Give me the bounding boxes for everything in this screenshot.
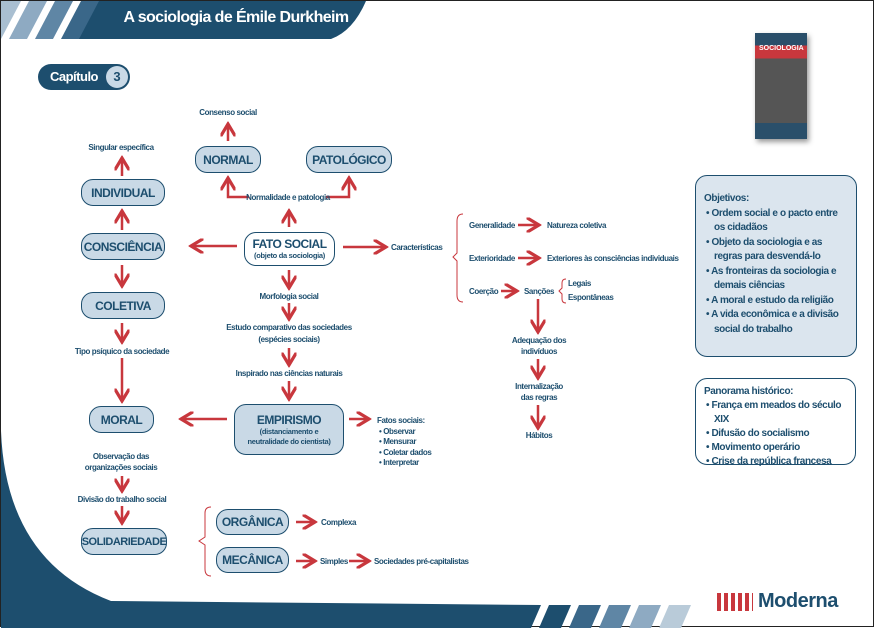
node-consciencia: CONSCIÊNCIA bbox=[81, 233, 165, 260]
node-mecanica: MECÂNICA bbox=[216, 547, 289, 573]
fatos-item: • Interpretar bbox=[379, 458, 419, 467]
internalizacao-label-2: das regras bbox=[520, 393, 558, 402]
exteriores-label: Exteriores às consciências individuais bbox=[547, 254, 679, 263]
empirismo-sub-1: (distanciamento e bbox=[259, 426, 319, 436]
fatos-item-text: Coletar dados bbox=[383, 448, 432, 457]
morfologia-label: Morfologia social bbox=[259, 292, 319, 301]
complexa-label: Complexa bbox=[321, 518, 357, 527]
bottom-swoosh bbox=[1, 431, 541, 628]
arrow bbox=[326, 178, 349, 199]
node-moral: MORAL bbox=[89, 406, 154, 433]
fato-social-title: FATO SOCIAL bbox=[252, 237, 327, 251]
observacao-label-2: organizações sociais bbox=[84, 463, 158, 472]
header-band bbox=[73, 1, 366, 39]
objectives-title: Objetivos: bbox=[704, 193, 749, 204]
sancoes-label: Sanções bbox=[524, 287, 555, 296]
singular-label: Singular específica bbox=[88, 143, 154, 152]
consenso-label: Consenso social bbox=[199, 108, 257, 117]
fatos-item-text: Observar bbox=[383, 427, 416, 436]
espontaneas-label: Espontâneas bbox=[568, 293, 614, 302]
adequacao-label-2: indivíduos bbox=[520, 347, 558, 356]
empirismo-sub-2: neutralidade do cientista) bbox=[247, 436, 331, 446]
estudo-label-2: (espécies sociais) bbox=[258, 335, 320, 344]
fatos-item: • Coletar dados bbox=[379, 448, 432, 457]
node-patologico: PATOLÓGICO bbox=[306, 146, 392, 173]
fatos-item-text: Interpretar bbox=[383, 458, 419, 467]
moderna-logo-text: Moderna bbox=[758, 590, 838, 612]
panorama-item: França em meados do século XIX bbox=[704, 399, 847, 427]
inspirado-label: Inspirado nas ciências naturais bbox=[235, 369, 343, 378]
objective-item: Ordem social e o pacto entre os cidadãos bbox=[704, 207, 848, 236]
fatos-item-text: Mensurar bbox=[383, 437, 417, 446]
node-coletiva: COLETIVA bbox=[81, 292, 165, 319]
generalidade-label: Generalidade bbox=[469, 221, 515, 230]
objective-item: A moral e estudo da religião bbox=[704, 294, 848, 309]
divisao-label: Divisão do trabalho social bbox=[77, 495, 167, 504]
panorama-box: Panorama histórico: França em meados do … bbox=[695, 378, 856, 467]
empirismo-title: EMPIRISMO bbox=[256, 412, 322, 427]
exterioridade-label: Exterioridade bbox=[469, 254, 515, 263]
chapter-number: 3 bbox=[106, 66, 128, 88]
arrow bbox=[228, 178, 249, 199]
simples-label: Simples bbox=[320, 557, 348, 566]
brace-sanctions bbox=[558, 278, 567, 304]
observacao-label-1: Observação das bbox=[92, 452, 150, 461]
panorama-item: Movimento operário bbox=[704, 441, 847, 455]
brace-solidarity bbox=[198, 506, 212, 577]
objective-item: As fronteiras da sociologia e demais ciê… bbox=[704, 265, 848, 294]
objective-item: A vida econômica e a divisão social do t… bbox=[704, 308, 848, 337]
coercao-label: Coerção bbox=[469, 287, 499, 296]
fato-social-subtitle: (objeto da sociologia) bbox=[254, 251, 325, 260]
fatos-item: • Mensurar bbox=[379, 437, 417, 446]
book-cover: SOCIOLOGIA bbox=[755, 33, 807, 139]
tipo-psiquico-label: Tipo psíquico da sociedade bbox=[74, 347, 170, 356]
brace-characteristics bbox=[452, 213, 464, 303]
node-empirismo: EMPIRISMO (distanciamento e neutralidade… bbox=[234, 404, 344, 455]
node-solidariedade: SOLIDARIEDADE bbox=[81, 528, 167, 555]
normalidade-label: Normalidade e patologia bbox=[246, 193, 330, 202]
objective-item: Objeto da sociologia e as regras para de… bbox=[704, 236, 848, 265]
legais-label: Legais bbox=[568, 279, 591, 288]
natureza-label: Natureza coletiva bbox=[547, 221, 607, 230]
pre-capitalistas-label: Sociedades pré-capitalistas bbox=[374, 557, 469, 566]
chapter-label: Capítulo bbox=[50, 69, 99, 84]
moderna-logo-icon bbox=[717, 592, 753, 611]
panorama-item: Crise da república francesa bbox=[704, 455, 847, 469]
panorama-title: Panorama histórico: bbox=[704, 386, 794, 397]
page-title: A sociologia de Émile Durkheim bbox=[123, 9, 349, 26]
panorama-item: Difusão do socialismo bbox=[704, 427, 847, 441]
node-individual: INDIVIDUAL bbox=[81, 179, 165, 206]
book-title: SOCIOLOGIA bbox=[759, 45, 804, 52]
estudo-label-1: Estudo comparativo das sociedades bbox=[226, 323, 352, 332]
moderna-logo: Moderna bbox=[717, 590, 838, 613]
node-fato-social: FATO SOCIAL (objeto da sociologia) bbox=[244, 232, 335, 266]
node-organica: ORGÂNICA bbox=[216, 509, 289, 535]
fatos-item: • Observar bbox=[379, 427, 416, 436]
node-normal: NORMAL bbox=[195, 146, 261, 173]
fatos-sociais-label: Fatos sociais: bbox=[377, 416, 425, 425]
habitos-label: Hábitos bbox=[525, 431, 553, 440]
caracteristicas-label: Características bbox=[391, 243, 443, 252]
chapter-badge: Capítulo 3 bbox=[38, 64, 130, 90]
objectives-box: Objetivos: Ordem social e o pacto entre … bbox=[695, 175, 857, 357]
internalizacao-label-1: Internalização bbox=[515, 382, 563, 391]
adequacao-label-1: Adequação dos bbox=[511, 336, 567, 345]
